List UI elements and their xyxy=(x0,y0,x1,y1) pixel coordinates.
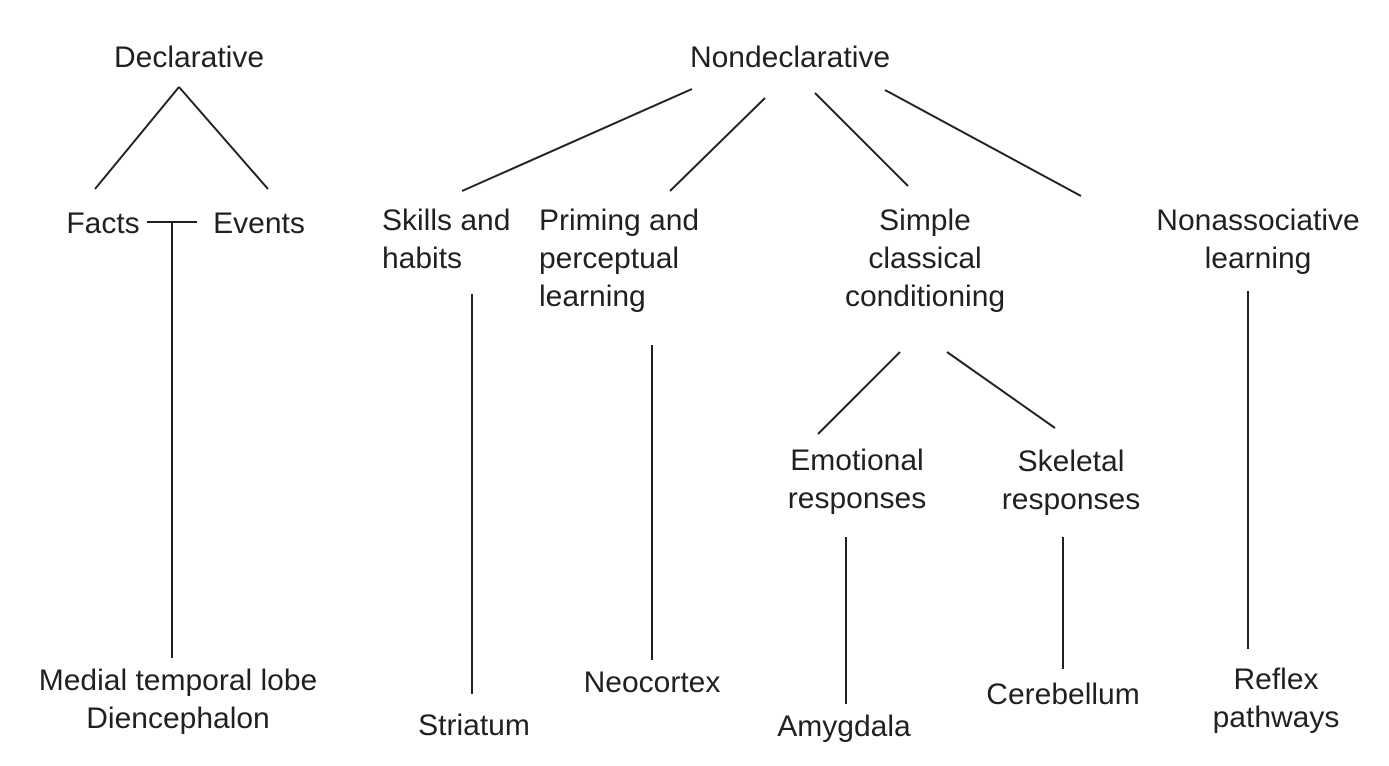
node-reflex-pathways: Reflex pathways xyxy=(1213,661,1340,737)
node-label: Diencephalon xyxy=(86,702,270,735)
node-amygdala: Amygdala xyxy=(777,708,910,746)
node-label: Striatum xyxy=(418,709,530,742)
node-label: Facts xyxy=(66,207,140,240)
node-label: Events xyxy=(213,207,305,240)
node-label: perceptual xyxy=(539,242,680,275)
node-priming-and-perceptual-learning: Priming and perceptual learning xyxy=(539,202,699,316)
node-label: Cerebellum xyxy=(986,678,1140,711)
node-nonassociative-learning: Nonassociative learning xyxy=(1156,202,1359,278)
node-simple-classical-conditioning: Simple classical conditioning xyxy=(845,202,1005,316)
node-label: Emotional xyxy=(790,444,924,477)
node-nondeclarative: Nondeclarative xyxy=(690,39,890,77)
node-label: responses xyxy=(787,482,927,515)
node-label: learning xyxy=(539,280,646,313)
edge-classical-emotional xyxy=(817,351,901,435)
node-skills-and-habits: Skills and habits xyxy=(382,202,510,278)
node-label: Simple xyxy=(879,204,971,237)
node-emotional-responses: Emotional responses xyxy=(788,442,926,518)
edge-declarative-facts xyxy=(94,86,180,190)
node-declarative: Declarative xyxy=(114,39,264,77)
node-label: Nonassociative xyxy=(1156,204,1360,237)
edge-classical-skeletal xyxy=(946,351,1056,429)
edge-nondeclarative-nonassociative xyxy=(884,89,1082,197)
node-label: Amygdala xyxy=(777,710,911,743)
edge-nondeclarative-classical xyxy=(814,92,909,187)
node-label: Neocortex xyxy=(583,666,721,699)
node-skeletal-responses: Skeletal responses xyxy=(1002,443,1140,519)
node-label: habits xyxy=(382,242,463,275)
node-label: Medial temporal lobe xyxy=(38,664,318,697)
node-label: Priming and xyxy=(539,204,700,237)
node-facts: Facts xyxy=(66,205,139,243)
node-label: classical xyxy=(868,242,982,275)
node-label: learning xyxy=(1204,242,1312,275)
node-striatum: Striatum xyxy=(418,707,530,745)
node-label: responses xyxy=(1001,483,1141,516)
edge-nondeclarative-priming xyxy=(669,97,766,192)
node-label: Skills and xyxy=(382,204,511,237)
node-neocortex: Neocortex xyxy=(584,664,721,702)
node-label: Declarative xyxy=(113,41,265,74)
node-label: conditioning xyxy=(844,280,1006,313)
node-cerebellum: Cerebellum xyxy=(986,676,1139,714)
node-label: Nondeclarative xyxy=(689,41,891,74)
node-label: Reflex xyxy=(1233,663,1319,696)
node-medial-temporal-lobe-diencephalon: Medial temporal lobe Diencephalon xyxy=(39,662,317,738)
edge-nondeclarative-skills xyxy=(461,88,693,192)
node-label: pathways xyxy=(1212,701,1340,734)
edge-declarative-events xyxy=(178,86,269,190)
node-events: Events xyxy=(213,205,305,243)
node-label: Skeletal xyxy=(1017,445,1125,478)
